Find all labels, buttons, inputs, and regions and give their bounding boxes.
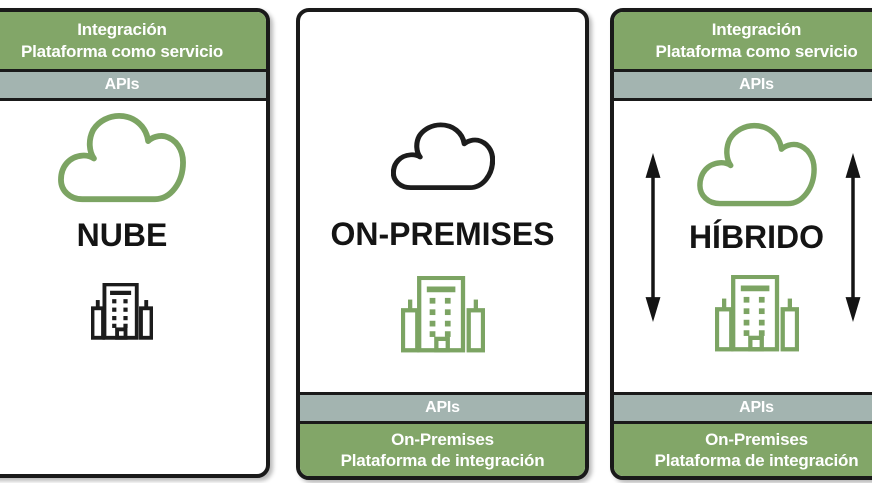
- on-premises-platform-footer: On-Premises Plataforma de integración: [300, 424, 585, 476]
- card-title-on-premises: ON-PREMISES: [330, 216, 555, 252]
- footer-line2: Plataforma de integración: [340, 451, 545, 470]
- header-line2: Plataforma como servicio: [655, 41, 858, 61]
- card-on-premises: ON-PREMISES APIs On-Premises Plataforma …: [296, 8, 589, 480]
- office-building-icon: [401, 276, 485, 356]
- office-building-icon: [715, 275, 799, 355]
- integration-paas-header: Integración Plataforma como servicio: [0, 12, 266, 72]
- apis-label: APIs: [425, 399, 460, 416]
- header-line1: Integración: [77, 20, 167, 39]
- footer-line1: On-Premises: [705, 429, 808, 449]
- footer-line1: On-Premises: [391, 429, 494, 449]
- card-body: HÍBRIDO: [614, 101, 872, 392]
- apis-label: APIs: [739, 399, 774, 416]
- footer-line2: Plataforma de integración: [654, 451, 859, 470]
- header-line2: Plataforma como servicio: [20, 41, 224, 61]
- on-premises-platform-footer: On-Premises Plataforma de integración: [614, 424, 872, 476]
- integration-paas-header: Integración Plataforma como servicio: [614, 12, 872, 72]
- cloud-icon: [391, 122, 495, 192]
- card-title-nube: NUBE: [76, 217, 168, 253]
- office-building-icon: [91, 283, 153, 342]
- apis-label: APIs: [739, 76, 774, 93]
- cloud-icon: [697, 122, 817, 209]
- vertical-double-arrow-icon: [843, 152, 863, 323]
- card-body: ON-PREMISES: [300, 12, 585, 392]
- card-nube: Integración Plataforma como servicio API…: [0, 8, 270, 478]
- apis-bar: APIs: [300, 392, 585, 424]
- card-body: NUBE: [0, 101, 266, 474]
- header-line1: Integración: [711, 20, 802, 39]
- apis-label: APIs: [104, 76, 140, 93]
- apis-bar: APIs: [0, 72, 266, 101]
- card-title-hibrido: HÍBRIDO: [688, 219, 825, 255]
- apis-bar: APIs: [614, 72, 872, 101]
- apis-bar: APIs: [614, 392, 872, 424]
- cloud-icon: [58, 112, 186, 205]
- card-hibrido: Integración Plataforma como servicio API…: [610, 8, 872, 480]
- vertical-double-arrow-icon: [643, 152, 663, 323]
